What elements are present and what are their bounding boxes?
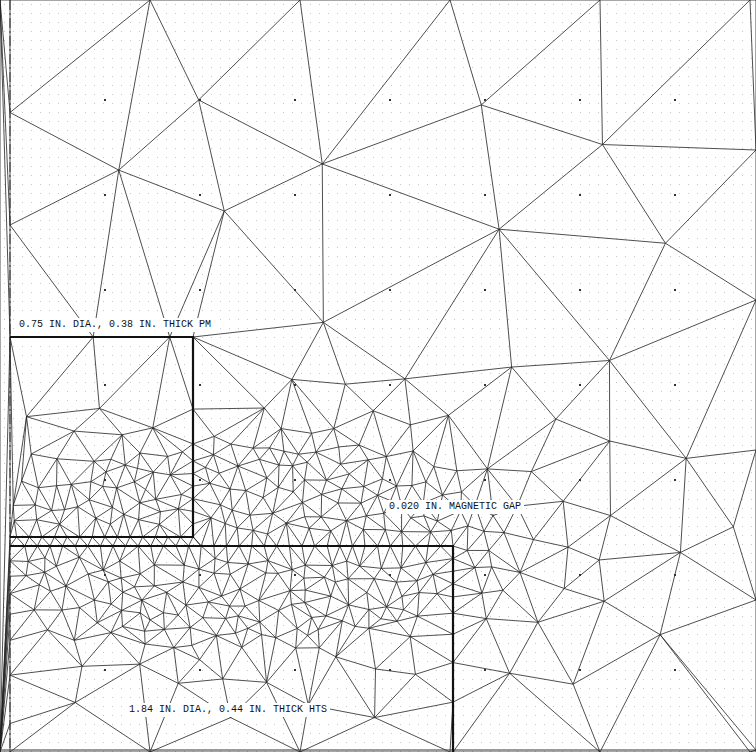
grid-mark [389, 194, 391, 196]
grid-mark [674, 99, 676, 101]
grid-mark [389, 99, 391, 101]
grid-mark [579, 194, 581, 196]
grid-mark [199, 384, 201, 386]
grid-mark [484, 289, 486, 291]
grid-mark [104, 289, 106, 291]
grid-mark [389, 574, 391, 576]
grid-mark [104, 479, 106, 481]
grid-mark [674, 384, 676, 386]
grid-mark [674, 479, 676, 481]
grid-mark [294, 574, 296, 576]
grid-mark [294, 384, 296, 386]
grid-mark [294, 99, 296, 101]
grid-mark [104, 99, 106, 101]
grid-mark [579, 289, 581, 291]
grid-mark [484, 479, 486, 481]
grid-mark [484, 384, 486, 386]
grid-mark [579, 99, 581, 101]
grid-mark [389, 669, 391, 671]
dimension-label: 1.84 IN. DIA., 0.44 IN. THICK HTS [126, 703, 330, 717]
grid-mark [199, 194, 201, 196]
grid-mark [104, 194, 106, 196]
dimension-label: 0.020 IN. MAGNETIC GAP [386, 500, 524, 514]
grid-mark [579, 384, 581, 386]
magnet-outline [10, 337, 193, 537]
grid-mark [294, 194, 296, 196]
grid-mark [199, 289, 201, 291]
grid-mark [579, 574, 581, 576]
grid-mark [484, 99, 486, 101]
grid-mark [484, 574, 486, 576]
grid-mark [104, 384, 106, 386]
grid-mark [579, 479, 581, 481]
grid-mark [674, 289, 676, 291]
dimension-label: 0.75 IN. DIA., 0.38 IN. THICK PM [16, 318, 214, 332]
grid-mark [674, 669, 676, 671]
grid-mark [104, 574, 106, 576]
grid-mark [674, 574, 676, 576]
grid-mark [104, 669, 106, 671]
axis-line [10, 0, 11, 752]
grid-mark [389, 384, 391, 386]
grid-mark [199, 669, 201, 671]
grid-mark [484, 194, 486, 196]
grid-mark [294, 289, 296, 291]
grid-mark [294, 669, 296, 671]
boundary-line [0, 750, 756, 751]
grid-mark [389, 289, 391, 291]
grid-mark [389, 479, 391, 481]
grid-mark [199, 99, 201, 101]
grid-mark [199, 574, 201, 576]
grid-mark [484, 669, 486, 671]
grid-mark [579, 669, 581, 671]
grid-mark [674, 194, 676, 196]
grid-mark [199, 479, 201, 481]
grid-mark [294, 479, 296, 481]
superconductor-outline [10, 546, 453, 752]
